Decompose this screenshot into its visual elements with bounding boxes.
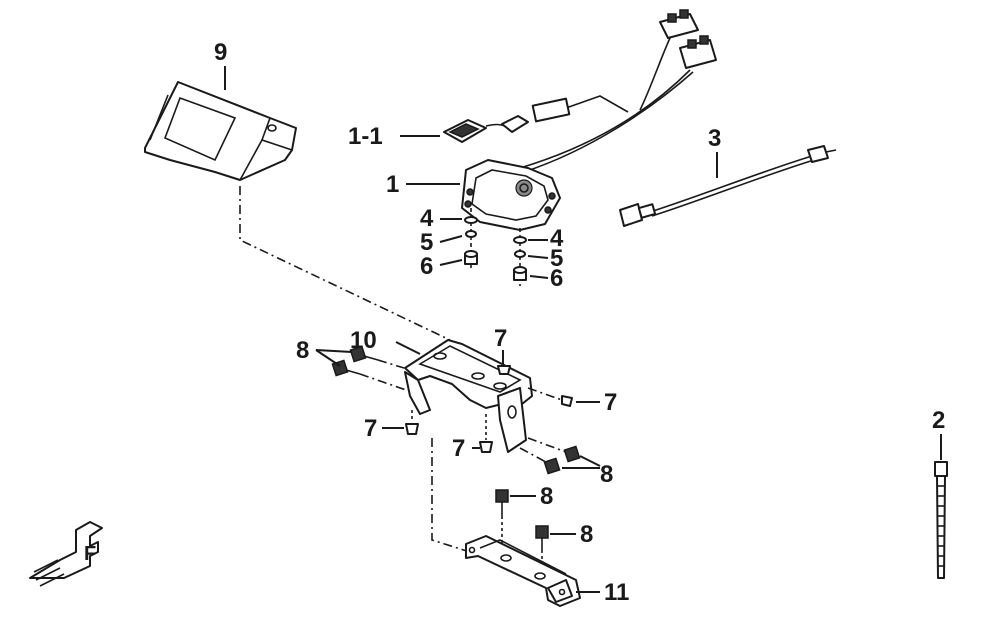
meter-cover-part [144,81,297,181]
cable-tie-part [934,461,948,579]
screw-7-top [497,365,511,375]
callout-part-6-right: 6 [550,265,563,292]
front-indicator-label: F [84,543,96,565]
lower-bracket-part [465,535,581,607]
assembly-line-bolt-right-b [519,447,547,463]
bolt-8-upper-a [349,345,379,363]
washer-5-left [465,230,477,238]
assembly-line-bolt-b [359,373,407,391]
leader-part-6-right [529,275,549,279]
callout-part-6-left: 6 [420,253,433,280]
sensor-module-part [443,115,529,143]
leader-part-8-b [315,349,341,367]
bolt-8-right-a [563,445,581,463]
callout-part-3: 3 [708,125,721,152]
wire-harness-part [519,9,717,173]
callout-part-7-lower: 7 [452,435,465,462]
assembly-line-cover [239,186,451,341]
leader-part-8-right-a [579,455,601,467]
callout-part-8-top-left: 8 [296,337,309,364]
meter-bracket-part [404,339,533,453]
screw-7-right [561,395,573,407]
callout-part-7-right: 7 [604,389,617,416]
callout-part-4-left: 4 [420,205,434,232]
callout-part-2: 2 [932,407,945,434]
assembly-line-lower-bracket [431,438,471,553]
leader-part-8-a [315,349,353,353]
left-stud-hardware [464,208,478,270]
bolt-8-right-b [543,457,561,475]
bolt-8-lower-a [495,489,509,516]
callout-part-8-lower-a: 8 [540,483,553,510]
leader-part-5-right [527,255,549,259]
leader-part-10 [395,341,421,355]
washer-5-right [514,250,526,258]
right-stud-hardware [513,228,527,286]
screw-7-lower [479,441,493,453]
washer-4-left [464,216,478,224]
callout-part-5-right: 5 [550,245,563,272]
washer-4-right [513,236,527,244]
assembly-line-bolt-a [377,359,405,369]
callout-part-11: 11 [604,579,629,606]
callout-part-7-top: 7 [494,325,507,352]
screw-7-left [405,423,419,435]
bolt-8-lower-b [535,525,549,550]
callout-part-9: 9 [214,39,227,66]
leader-part-5-left [439,235,463,243]
callout-part-8-lower-b: 8 [580,521,593,548]
meter-assembly-part [461,159,561,231]
connector-plug-lower [679,35,717,69]
assembly-line-bolt-right-a [527,437,567,453]
front-direction-arrow-icon [29,521,103,587]
callout-part-1: 1 [386,171,399,198]
callout-part-1-1: 1-1 [348,123,383,150]
callout-part-5-left: 5 [420,229,433,256]
leader-part-6-left [439,259,463,266]
callout-part-7-left: 7 [364,415,377,442]
callout-part-4-right: 4 [550,225,564,252]
speedometer-cable-part [619,145,837,227]
connector-plug-upper [659,9,699,39]
assembly-line-screw-right [527,387,563,401]
callout-part-8-right: 8 [600,461,613,488]
